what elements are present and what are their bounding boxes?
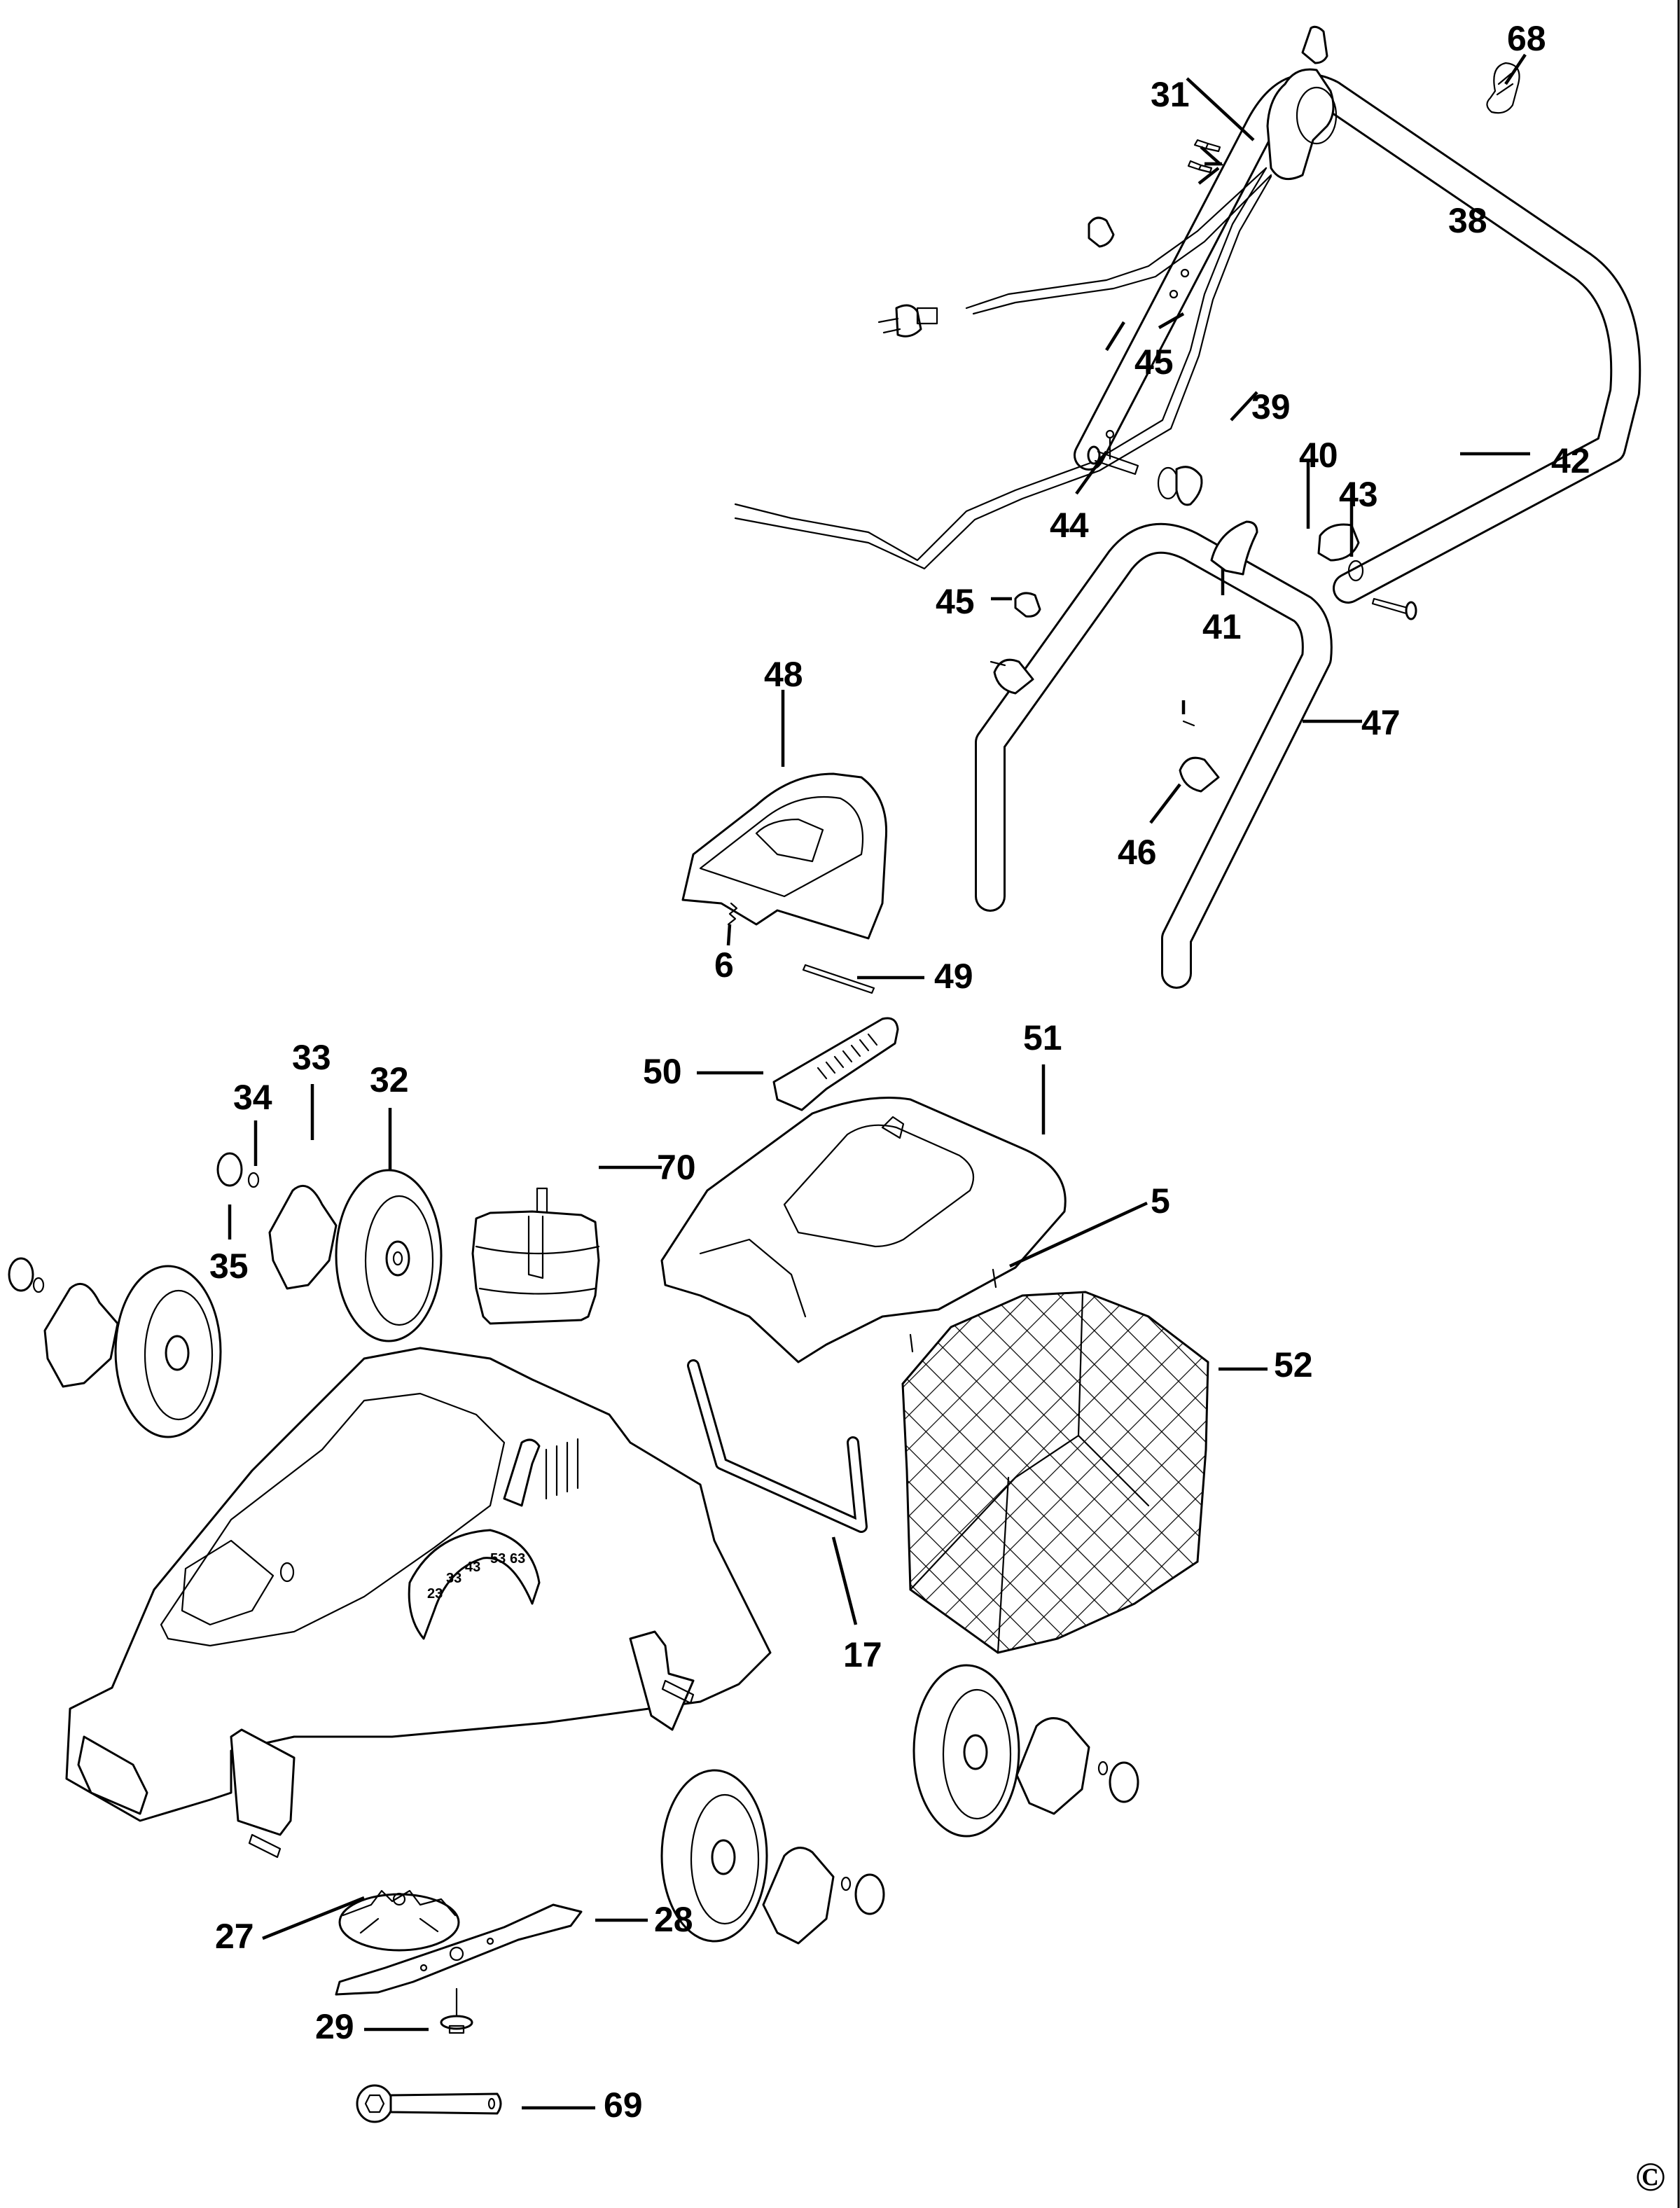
cap-bottom-middle bbox=[854, 1873, 885, 1915]
screw-lid bbox=[909, 1268, 997, 1353]
callout-5: 5 bbox=[1151, 1181, 1170, 1221]
washer-upper bbox=[247, 1172, 260, 1188]
callout-33: 33 bbox=[292, 1038, 331, 1077]
callout-32: 32 bbox=[370, 1060, 409, 1099]
washer-bottom-right bbox=[1097, 1761, 1109, 1776]
handle-bolt bbox=[1087, 445, 1139, 475]
wheel-bottom-right bbox=[912, 1664, 1020, 1838]
spanner bbox=[356, 2084, 502, 2123]
callout-68: 68 bbox=[1507, 19, 1546, 58]
mains-plug bbox=[877, 304, 938, 338]
cable-clip-mid bbox=[1014, 592, 1041, 618]
blade bbox=[335, 1903, 583, 1996]
callout-43: 43 bbox=[1339, 475, 1378, 514]
callout-70: 70 bbox=[657, 1148, 696, 1187]
screws bbox=[1187, 139, 1221, 174]
callout-51: 51 bbox=[1023, 1018, 1062, 1057]
callout-46: 46 bbox=[1118, 833, 1157, 872]
dial-value: 33 bbox=[446, 1571, 461, 1586]
callout-44: 44 bbox=[1050, 506, 1089, 545]
callout-48: 48 bbox=[764, 655, 803, 694]
wheel-bottom-middle bbox=[660, 1769, 768, 1943]
grass-bag bbox=[901, 1291, 1209, 1654]
callout-27: 27 bbox=[215, 1917, 254, 1956]
flap-pin bbox=[802, 964, 875, 994]
blade-bolt bbox=[440, 1987, 473, 2034]
copyright-mark: © bbox=[1635, 2154, 1665, 2200]
cable-clip bbox=[1088, 216, 1115, 248]
grass-box-handle bbox=[772, 1017, 899, 1111]
wheel-upper bbox=[335, 1169, 443, 1342]
switch-box bbox=[1266, 25, 1338, 181]
washer-bottom-middle bbox=[840, 1876, 852, 1891]
handle-clamp-lever bbox=[1210, 520, 1258, 576]
dial-value: 63 bbox=[510, 1551, 525, 1567]
callout-45: 45 bbox=[1134, 342, 1174, 382]
hub-cap-bottom-middle bbox=[762, 1847, 835, 1945]
dial-value: 53 bbox=[490, 1551, 506, 1567]
power-cable bbox=[734, 167, 1272, 570]
callout-42: 42 bbox=[1551, 441, 1590, 480]
handle-clip-right bbox=[1179, 720, 1220, 793]
callout-45: 45 bbox=[936, 582, 975, 621]
callout-49: 49 bbox=[934, 957, 973, 996]
grass-box-frame bbox=[687, 1359, 868, 1533]
fan bbox=[338, 1889, 460, 1952]
callout-47: 47 bbox=[1361, 703, 1401, 742]
callout-6: 6 bbox=[714, 945, 734, 985]
dial-value: 23 bbox=[427, 1586, 443, 1602]
callout-50: 50 bbox=[643, 1052, 682, 1091]
callout-34: 34 bbox=[233, 1078, 272, 1117]
grass-box-lid bbox=[660, 1097, 1067, 1363]
callout-35: 35 bbox=[209, 1247, 249, 1286]
cap-bottom-right bbox=[1109, 1761, 1139, 1803]
cable-hook bbox=[1486, 62, 1520, 114]
lower-handle bbox=[975, 522, 1333, 989]
callout-41: 41 bbox=[1202, 607, 1242, 646]
callout-labels: 68 31 38 45 39 40 42 43 44 45 41 48 47 4… bbox=[209, 19, 1590, 2125]
hub-cap-bottom-right bbox=[1015, 1717, 1090, 1815]
callout-29: 29 bbox=[315, 2007, 354, 2046]
washer-left bbox=[32, 1277, 45, 1293]
hub-cap-upper bbox=[268, 1184, 338, 1290]
callout-39: 39 bbox=[1251, 387, 1291, 426]
dial-value: 43 bbox=[465, 1560, 480, 1575]
callout-38: 38 bbox=[1448, 201, 1487, 240]
rear-flap bbox=[681, 772, 888, 940]
leader-lines bbox=[228, 53, 1530, 2110]
callout-69: 69 bbox=[604, 2085, 643, 2125]
callout-52: 52 bbox=[1274, 1345, 1313, 1384]
washer bbox=[1347, 560, 1364, 582]
wheel-left bbox=[114, 1265, 222, 1438]
handle-bolt-right bbox=[1371, 597, 1417, 620]
spring bbox=[727, 902, 738, 926]
motor bbox=[471, 1187, 600, 1325]
retaining-ring-left bbox=[8, 1257, 34, 1292]
handle-knob-right bbox=[1317, 523, 1360, 562]
handle-knob bbox=[1157, 466, 1203, 506]
callout-28: 28 bbox=[654, 1900, 693, 1939]
hub-cap-left bbox=[43, 1282, 119, 1388]
retaining-ring-upper bbox=[216, 1152, 243, 1187]
callout-31: 31 bbox=[1151, 75, 1190, 114]
height-dial: 23 33 43 53 63 bbox=[408, 1529, 541, 1640]
handle-clip-left bbox=[990, 658, 1034, 695]
callout-17: 17 bbox=[843, 1635, 882, 1674]
callout-40: 40 bbox=[1299, 436, 1338, 475]
